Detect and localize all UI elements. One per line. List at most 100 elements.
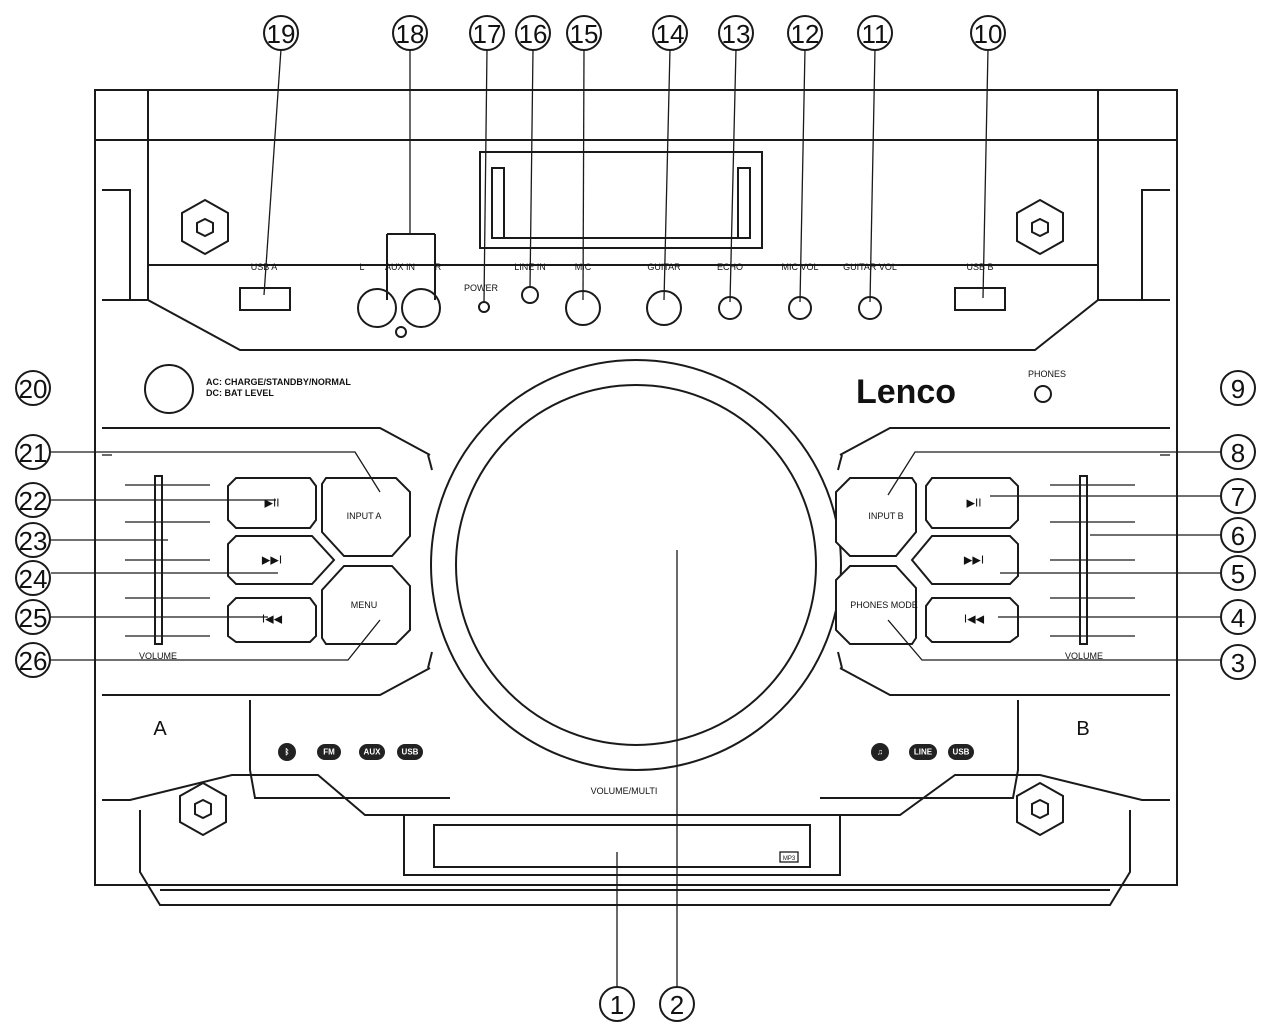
- callout-circle: [566, 15, 602, 51]
- play-pause-a-button[interactable]: [227, 477, 317, 529]
- usb-b-icon: [948, 744, 974, 760]
- callout-number: 24: [19, 564, 48, 594]
- prev-b-glyph: I◀◀: [964, 613, 985, 626]
- callout-number: 20: [19, 374, 48, 404]
- fm-icon: [317, 744, 341, 760]
- prev-a-glyph: I◀◀: [262, 613, 283, 626]
- power-label: POWER: [464, 283, 499, 293]
- play-pause-a-glyph: ▶II: [265, 497, 280, 510]
- callout-number: 15: [570, 19, 599, 49]
- callout-number: 11: [862, 19, 889, 49]
- callout-number: 2: [670, 990, 684, 1020]
- middle-panel: AC: CHARGE/STANDBY/NORMAL DC: BAT LEVEL …: [102, 359, 1170, 771]
- next-b-button[interactable]: [910, 535, 1019, 585]
- callout-5: 5: [1220, 555, 1256, 591]
- callout-circle: [1220, 478, 1256, 514]
- callout-number: 10: [974, 19, 1003, 49]
- callout-15: 15: [566, 15, 602, 51]
- volume-multi-label: VOLUME/MULTI: [591, 786, 658, 796]
- bottom-right-bolt: [1016, 781, 1064, 837]
- input-b-label: INPUT B: [868, 511, 903, 521]
- headphones-glyph: ♫: [877, 748, 883, 757]
- callout-number: 6: [1231, 521, 1245, 551]
- input-a-button[interactable]: [321, 477, 411, 557]
- callout-circle: [718, 15, 754, 51]
- top-left-bolt: [181, 198, 229, 256]
- aux-icon: [359, 744, 385, 760]
- callout-number: 18: [396, 19, 425, 49]
- mic-vol-label: MIC VOL: [781, 262, 818, 272]
- guitar-vol-label: GUITAR VOL: [843, 262, 897, 272]
- top-controls: USB A L AUX IN R POWER LINE IN MIC GUITA…: [239, 233, 1006, 338]
- volume-b-label: VOLUME: [1065, 651, 1103, 661]
- callout-circle: [263, 15, 299, 51]
- callout-21: 21: [15, 434, 51, 470]
- bluetooth-icon: [278, 743, 296, 761]
- callout-18: 18: [392, 15, 428, 51]
- callout-number: 19: [267, 19, 296, 49]
- callout-9: 9: [1220, 370, 1256, 406]
- callout-23: 23: [15, 522, 51, 558]
- callout-number: 21: [19, 438, 48, 468]
- prev-a-button[interactable]: [227, 597, 317, 643]
- ac-status-label: AC: CHARGE/STANDBY/NORMAL: [206, 377, 351, 387]
- callout-number: 4: [1231, 603, 1245, 633]
- leader-lines: [51, 48, 1221, 988]
- bottom-left-bolt: [179, 781, 227, 837]
- callout-circle: [970, 15, 1006, 51]
- callout-circle: [15, 642, 51, 678]
- input-b-button[interactable]: [835, 477, 917, 557]
- usb-a-label: USB A: [251, 262, 278, 272]
- callout-4: 4: [1220, 599, 1256, 635]
- next-a-button[interactable]: [227, 535, 336, 585]
- phones-jack[interactable]: [1034, 385, 1052, 403]
- aux-in-label: AUX IN: [385, 262, 415, 272]
- aux-r-label: R: [435, 262, 442, 272]
- phones-label: PHONES: [1028, 369, 1066, 379]
- callout-7: 7: [1220, 478, 1256, 514]
- callout-10: 10: [970, 15, 1006, 51]
- volume-multi-knob[interactable]: [455, 384, 817, 746]
- callout-circle: [599, 986, 635, 1022]
- callout-circle: [15, 482, 51, 518]
- aux-l-jack[interactable]: [357, 288, 397, 328]
- next-a-glyph: ▶▶I: [262, 554, 282, 567]
- callout-number: 3: [1231, 648, 1245, 678]
- callout-20: 20: [15, 370, 51, 406]
- device-body: [94, 89, 1178, 886]
- callout-number: 8: [1231, 438, 1245, 468]
- callout-17: 17: [469, 15, 505, 51]
- callout-number: 23: [19, 526, 48, 556]
- aux-r-jack[interactable]: [401, 288, 441, 328]
- usb-b-port[interactable]: [954, 287, 1006, 311]
- usb-b-icon-label: USB: [953, 748, 970, 757]
- callout-8: 8: [1220, 434, 1256, 470]
- callout-number: 25: [19, 603, 48, 633]
- callout-circle: [15, 599, 51, 635]
- callout-11: 11: [857, 15, 893, 51]
- callout-3: 3: [1220, 644, 1256, 680]
- play-pause-b-button[interactable]: [925, 477, 1019, 529]
- callout-circle: [659, 986, 695, 1022]
- usb-a-icon-label: USB: [402, 748, 419, 757]
- top-right-bolt: [1016, 198, 1064, 256]
- prev-b-button[interactable]: [925, 597, 1019, 643]
- menu-button[interactable]: [321, 565, 411, 645]
- callout-circle: [15, 434, 51, 470]
- usb-a-port[interactable]: [239, 287, 291, 311]
- play-pause-b-glyph: ▶II: [967, 497, 982, 510]
- callout-22: 22: [15, 482, 51, 518]
- side-a-label: A: [153, 718, 167, 740]
- top-handle: [479, 151, 763, 249]
- callout-number: 12: [791, 19, 820, 49]
- callout-circle: [15, 522, 51, 558]
- phones-mode-button[interactable]: [835, 565, 917, 645]
- aux-label: AUX: [364, 748, 382, 757]
- input-a-label: INPUT A: [347, 511, 382, 521]
- brand-logo: Lenco: [856, 373, 956, 411]
- callout-number: 22: [19, 486, 48, 516]
- cd-slot[interactable]: [433, 824, 811, 868]
- line-in-jack[interactable]: [521, 286, 539, 304]
- aux-l-label: L: [359, 262, 364, 272]
